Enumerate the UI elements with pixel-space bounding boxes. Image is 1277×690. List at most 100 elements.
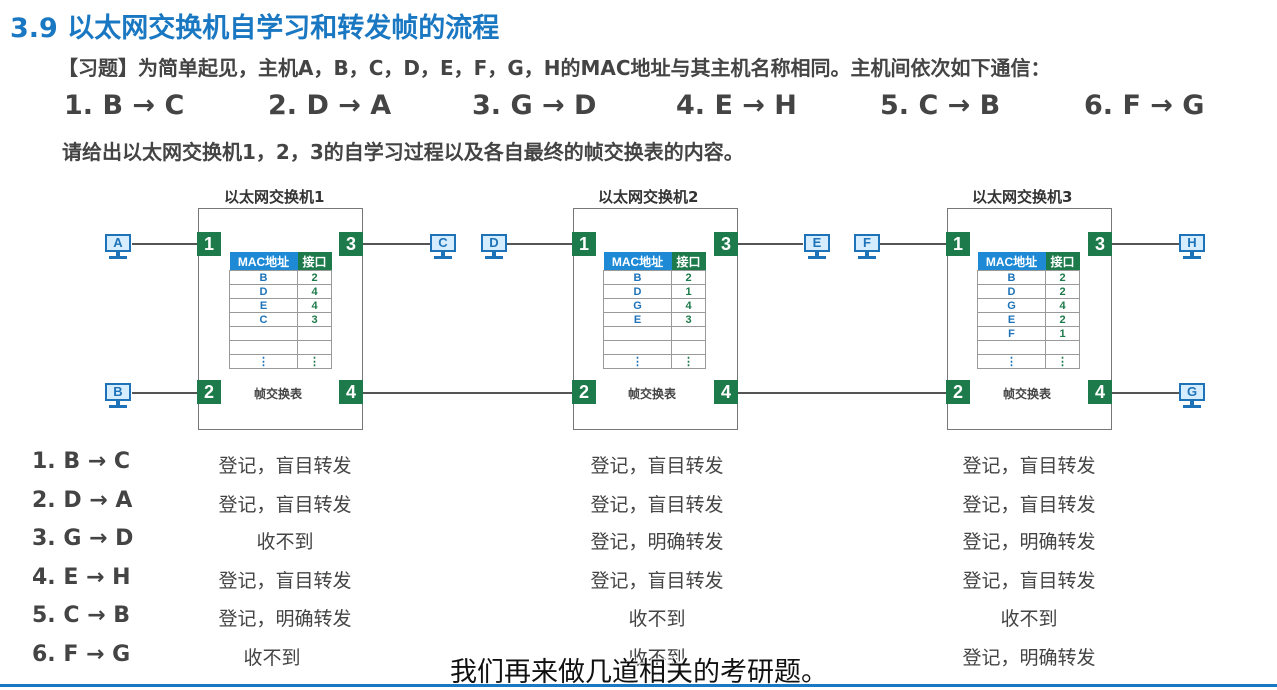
status-sw1-row2: 登记，盲目转发	[218, 494, 352, 516]
status-sw2-row4: 登记，盲目转发	[590, 570, 724, 592]
status-sw1-row4: 登记，盲目转发	[218, 570, 352, 592]
table-cell-port	[297, 326, 332, 341]
process-row-label-2: 2. D → A	[32, 488, 133, 513]
wire-sw3-h	[1111, 243, 1179, 245]
table-cell-mac	[229, 326, 298, 341]
table-cell-mac: G	[977, 298, 1046, 313]
switch1-port-2: 2	[197, 380, 221, 404]
host-a-computer-icon: A	[105, 234, 131, 259]
page-title: 3.9 以太网交换机自学习和转发帧的流程	[10, 13, 500, 44]
mac-header: MAC地址	[977, 252, 1046, 271]
switch3-port-2: 2	[946, 380, 970, 404]
wire-b-sw1	[132, 392, 198, 394]
table-cell-mac: ⋮	[229, 354, 298, 369]
status-sw2-row1: 登记，盲目转发	[590, 455, 724, 477]
status-sw1-row1: 登记，盲目转发	[218, 455, 352, 477]
host-h-label: H	[1179, 234, 1205, 252]
table-cell-mac	[603, 326, 672, 341]
port-header: 接口	[297, 252, 332, 271]
switch2-label: 以太网交换机2	[598, 188, 699, 206]
switch2-port-1: 1	[572, 232, 596, 256]
switch2-port-4: 4	[714, 380, 738, 404]
process-row-label-3: 3. G → D	[32, 526, 134, 551]
table-cell-port: 3	[671, 312, 706, 327]
host-d-label: D	[481, 234, 507, 252]
host-f-computer-icon: F	[854, 234, 880, 259]
instruction: 请给出以太网交换机1，2，3的自学习过程以及各自最终的帧交换表的内容。	[62, 140, 744, 164]
mac-header: MAC地址	[229, 252, 298, 271]
sequence-item-6: 6. F → G	[1084, 90, 1205, 121]
host-h-computer-icon: H	[1179, 234, 1205, 259]
table-cell-port: 4	[671, 298, 706, 313]
port-header: 接口	[671, 252, 706, 271]
host-c-computer-icon: C	[430, 234, 456, 259]
switch1-table-caption: 帧交换表	[254, 387, 303, 401]
table-cell-mac	[977, 340, 1046, 355]
table-cell-port	[671, 326, 706, 341]
process-row-label-6: 6. F → G	[32, 642, 131, 667]
status-sw3-row1: 登记，盲目转发	[962, 455, 1096, 477]
table-cell-port	[297, 340, 332, 355]
table-cell-port: 2	[297, 270, 332, 285]
switch1-label: 以太网交换机1	[224, 188, 325, 206]
switch3-label: 以太网交换机3	[972, 188, 1073, 206]
status-sw3-row6: 登记，明确转发	[962, 647, 1096, 669]
switch3-port-3: 3	[1088, 232, 1112, 256]
table-cell-port: 4	[1045, 298, 1080, 313]
table-cell-mac: ⋮	[977, 354, 1046, 369]
sequence-item-3: 3. G → D	[472, 90, 597, 121]
bottom-accent-bar	[0, 684, 1277, 687]
table-cell-mac: F	[977, 326, 1046, 341]
status-sw2-row6: 收不到	[628, 647, 686, 669]
table-cell-port: 1	[1045, 326, 1080, 341]
status-sw3-row2: 登记，盲目转发	[962, 494, 1096, 516]
wire-sw2-e	[737, 243, 803, 245]
table-cell-mac: D	[977, 284, 1046, 299]
host-b-label: B	[105, 383, 131, 401]
table-cell-port: ⋮	[671, 354, 706, 369]
wire-sw1-c	[362, 243, 430, 245]
table-cell-port	[1045, 340, 1080, 355]
switch1-port-4: 4	[339, 380, 363, 404]
switch3-port-1: 1	[946, 232, 970, 256]
port-header: 接口	[1045, 252, 1080, 271]
status-sw3-row5: 收不到	[1000, 608, 1058, 630]
process-row-label-1: 1. B → C	[32, 449, 130, 474]
status-sw1-row6: 收不到	[243, 647, 301, 669]
wire-a-sw1	[132, 243, 198, 245]
wire-sw2-sw3	[737, 392, 947, 394]
status-sw2-row5: 收不到	[628, 608, 686, 630]
table-cell-port: 2	[1045, 270, 1080, 285]
video-subtitle: 我们再来做几道相关的考研题。	[450, 657, 828, 688]
host-f-label: F	[854, 234, 880, 252]
sequence-item-5: 5. C → B	[880, 90, 1001, 121]
sequence-item-4: 4. E → H	[676, 90, 797, 121]
switch3-port-4: 4	[1088, 380, 1112, 404]
status-sw3-row4: 登记，盲目转发	[962, 570, 1096, 592]
switch3-table-caption: 帧交换表	[1003, 387, 1052, 401]
status-sw2-row2: 登记，盲目转发	[590, 494, 724, 516]
host-g-label: G	[1179, 383, 1205, 401]
switch1-port-3: 3	[339, 232, 363, 256]
host-c-label: C	[430, 234, 456, 252]
sequence-item-2: 2. D → A	[268, 90, 392, 121]
host-e-computer-icon: E	[804, 234, 830, 259]
process-row-label-5: 5. C → B	[32, 603, 130, 628]
host-b-computer-icon: B	[105, 383, 131, 408]
table-cell-mac: D	[603, 284, 672, 299]
host-g-computer-icon: G	[1179, 383, 1205, 408]
mac-header: MAC地址	[603, 252, 672, 271]
table-cell-mac	[603, 340, 672, 355]
table-cell-port: 1	[671, 284, 706, 299]
wire-f-sw3	[880, 243, 947, 245]
table-cell-mac: B	[229, 270, 298, 285]
table-cell-mac: E	[977, 312, 1046, 327]
switch2-port-2: 2	[572, 380, 596, 404]
table-cell-port: 2	[1045, 312, 1080, 327]
host-a-label: A	[105, 234, 131, 252]
table-cell-mac: B	[977, 270, 1046, 285]
